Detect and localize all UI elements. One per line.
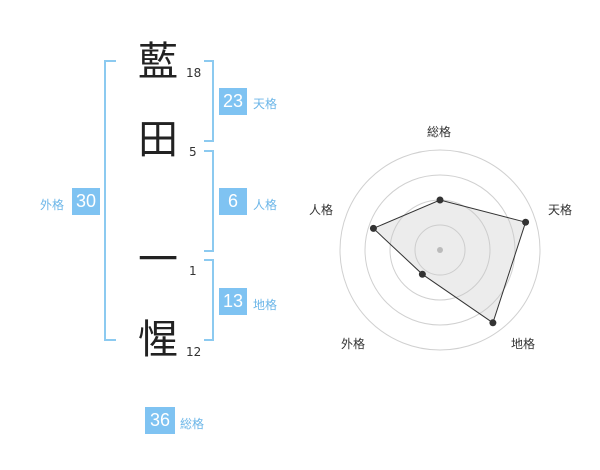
stroke-count-4: 12 — [186, 345, 202, 359]
name-char-1: 藍 — [138, 39, 178, 85]
name-char-3: 一 — [138, 237, 178, 283]
radar-point-3 — [489, 319, 497, 327]
radar-ring — [339, 149, 541, 351]
gaikaku-label: 外格 — [40, 198, 65, 212]
jinkaku-bracket — [204, 150, 214, 252]
radar-point-4 — [418, 270, 426, 278]
radar-polygon — [372, 199, 527, 324]
radar-point-5 — [369, 224, 377, 232]
gaikaku-value: 30 — [72, 188, 100, 215]
chikaku-value: 13 — [219, 288, 247, 315]
jinkaku-label: 人格 — [253, 198, 278, 212]
radar-label-chikaku: 地格 — [511, 337, 536, 351]
radar-ring — [414, 224, 466, 276]
tenkaku-label: 天格 — [253, 97, 278, 111]
radar-center-dot — [437, 247, 443, 253]
soukaku-label: 総格 — [180, 417, 205, 431]
gaikaku-bracket — [104, 60, 116, 341]
stroke-count-2: 5 — [189, 145, 197, 159]
radar-point-1 — [436, 196, 444, 204]
name-char-4: 惺 — [138, 317, 178, 363]
stroke-count-3: 1 — [189, 264, 197, 278]
radar-chart — [339, 149, 541, 351]
radar-ring — [364, 174, 516, 326]
name-char-2: 田 — [138, 117, 178, 163]
radar-point-2 — [522, 218, 530, 226]
soukaku-value: 36 — [145, 407, 175, 434]
tenkaku-bracket — [204, 60, 214, 142]
radar-label-gaikaku: 外格 — [341, 337, 366, 351]
stroke-count-1: 18 — [186, 66, 202, 80]
chikaku-bracket — [204, 259, 214, 341]
radar-label-soukaku: 総格 — [427, 125, 452, 139]
radar-label-tenkaku: 天格 — [548, 203, 573, 217]
chikaku-label: 地格 — [253, 298, 278, 312]
jinkaku-value: 6 — [219, 188, 247, 215]
tenkaku-value: 23 — [219, 88, 247, 115]
radar-label-jinkaku: 人格 — [309, 203, 334, 217]
